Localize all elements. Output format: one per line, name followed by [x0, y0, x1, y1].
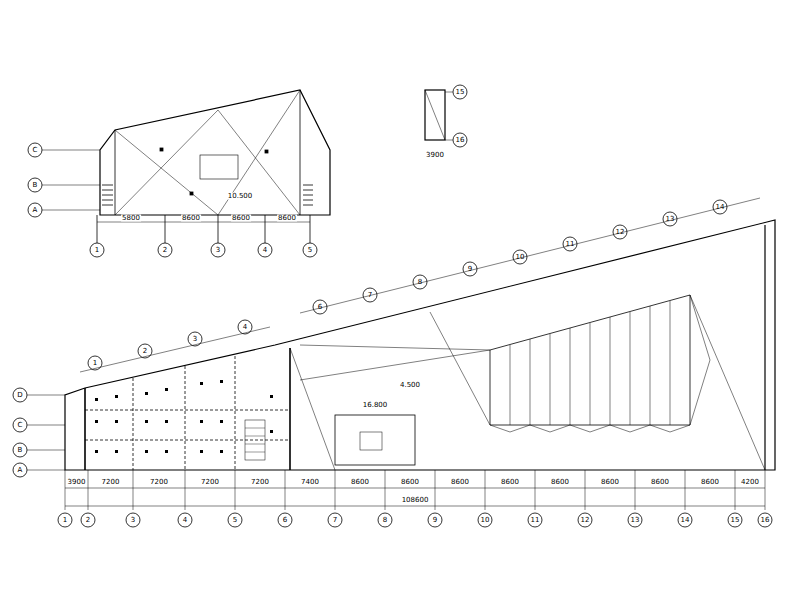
axis-number: 6 [283, 517, 287, 524]
axis-number: 12 [581, 517, 590, 524]
axis-number: 14 [716, 204, 725, 211]
dimension-label: 3900 [67, 479, 87, 486]
dimension-label: 4.500 [399, 382, 421, 389]
dimension-label: 8600 [400, 479, 420, 486]
axis-number: 16 [761, 517, 770, 524]
axis-number: 15 [456, 89, 465, 96]
axis-number: 16 [456, 137, 465, 144]
axis-number: 2 [86, 517, 90, 524]
dimension-label: 8600 [350, 479, 370, 486]
axis-number: 7 [368, 292, 372, 299]
axis-number: 11 [566, 241, 575, 248]
axis-number: 2 [143, 348, 147, 355]
axis-number: 8 [383, 517, 387, 524]
axis-number: 3 [193, 336, 197, 343]
axis-number: 4 [263, 247, 267, 254]
detail-plan [425, 85, 467, 147]
axis-number: 1 [63, 517, 67, 524]
axis-number: B [18, 447, 23, 454]
axis-number: 3 [131, 517, 135, 524]
dimension-label: 16.800 [362, 402, 389, 409]
axis-number: C [18, 422, 23, 429]
dimension-label: 5800 [121, 215, 141, 222]
axis-number: 14 [681, 517, 690, 524]
axis-number: 3 [216, 247, 220, 254]
dimension-label: 8600 [550, 479, 570, 486]
dimension-label: 8600 [650, 479, 670, 486]
dimension-label: 7200 [200, 479, 220, 486]
axis-number: 12 [616, 229, 625, 236]
dimension-label: 7400 [300, 479, 320, 486]
axis-number: 13 [666, 216, 675, 223]
axis-number: 7 [333, 517, 337, 524]
axis-number: 9 [468, 266, 472, 273]
axis-number: B [33, 182, 38, 189]
axis-number: 1 [93, 360, 97, 367]
axis-number: 10 [516, 254, 525, 261]
axis-number: 8 [418, 279, 422, 286]
dimension-label: 10.500 [227, 193, 254, 200]
dimension-label: 7200 [101, 479, 121, 486]
axis-number: 15 [731, 517, 740, 524]
axis-number: 11 [531, 517, 540, 524]
dimension-label: 4200 [740, 479, 760, 486]
axis-number: 13 [631, 517, 640, 524]
axis-number: D [17, 392, 22, 399]
dimension-label: 7200 [149, 479, 169, 486]
axis-number: 4 [183, 517, 187, 524]
axis-number: 1 [95, 247, 99, 254]
main-plan [13, 198, 775, 527]
axis-number: C [33, 147, 38, 154]
dimension-label: 8600 [231, 215, 251, 222]
axis-number: 9 [433, 517, 437, 524]
dimension-label: 3900 [425, 152, 445, 159]
axis-number: 10 [481, 517, 490, 524]
dimension-label: 7200 [250, 479, 270, 486]
axis-number: A [33, 207, 38, 214]
axis-number: 5 [233, 517, 237, 524]
upper-plan [28, 90, 330, 257]
dimension-label: 8600 [500, 479, 520, 486]
dimension-label: 8600 [700, 479, 720, 486]
axis-number: 6 [318, 304, 322, 311]
axis-number: 2 [163, 247, 167, 254]
dimension-label: 8600 [277, 215, 297, 222]
dimension-label: 8600 [181, 215, 201, 222]
axis-number: 5 [308, 247, 312, 254]
axis-number: A [18, 467, 23, 474]
axis-number: 4 [243, 324, 247, 331]
dimension-label: 108600 [401, 497, 430, 504]
dimension-label: 8600 [450, 479, 470, 486]
dimension-label: 8600 [600, 479, 620, 486]
